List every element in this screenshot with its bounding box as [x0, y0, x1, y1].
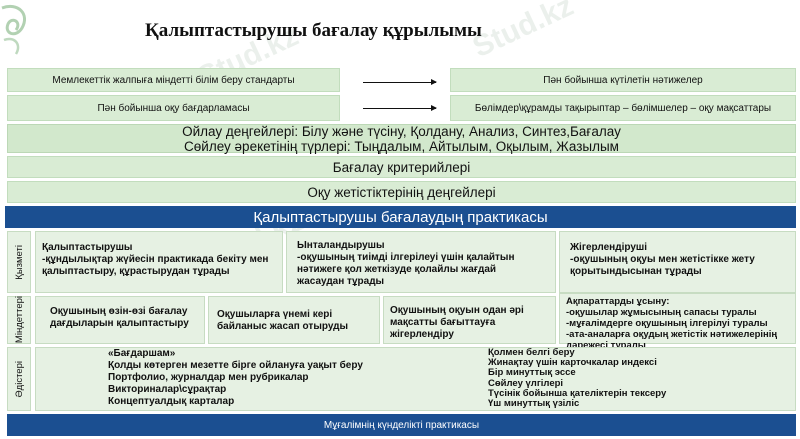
task-cell: Оқушының оқуын одан әрі мақсатты бағытта… — [383, 296, 556, 344]
methods-cell — [35, 347, 796, 411]
methods-left-list: «Бағдаршам» Қолды көтерген мезетте бірге… — [108, 348, 363, 407]
row-label-functions: Қызметі — [7, 231, 31, 293]
achievement-band: Оқу жетістіктерінің деңгейлері — [7, 181, 796, 203]
page-title: Қалыптастырушы бағалау құрылымы — [145, 20, 482, 41]
function-text: Жігерлендіруші -оқушының оқуы мен жетіст… — [570, 242, 755, 277]
task-cell: Оқушының өзін-өзі бағалау дағдыларын қал… — [35, 296, 205, 344]
row-label-methods: Әдістері — [7, 347, 31, 411]
criteria-text: Бағалау критерийлері — [332, 159, 471, 175]
corner-ornament — [1, 5, 26, 55]
standard-text: Мемлекеттік жалпыға міндетті білім беру … — [52, 74, 295, 86]
function-cell: Жігерлендіруші -оқушының оқуы мен жетіст… — [559, 231, 796, 293]
function-text: Қалыптастырушы -құндылықтар жүйесін прак… — [42, 242, 269, 277]
watermark: Stud.kz — [467, 0, 579, 65]
task-cell: Ақпараттарды ұсыну: -оқушылар жұмысының … — [559, 293, 796, 351]
task-text: Ақпараттарды ұсыну: -оқушылар жұмысының … — [566, 296, 778, 351]
task-text: Оқушыларға үнемі кері байланыс жасап оты… — [217, 309, 349, 332]
task-cell: Оқушыларға үнемі кері байланыс жасап оты… — [208, 296, 380, 344]
outcomes-box: Пән бойынша күтілетін нәтижелер — [450, 68, 796, 92]
function-cell: Ынталандырушы -оқушының тиімді ілгерілеу… — [286, 231, 556, 293]
row-label-text: Қызметі — [13, 244, 25, 280]
arrow-right-icon — [363, 105, 437, 111]
methods-right-list: Қолмен белгі беру Жинақтау үшін карточка… — [488, 347, 667, 410]
function-text: Ынталандырушы -оқушының тиімді ілгерілеу… — [297, 240, 515, 287]
program-text: Пән бойынша оқу бағдарламасы — [97, 102, 250, 114]
footer-band: Мұғалімнің күнделікті практикасы — [7, 414, 796, 436]
outcomes-text: Пән бойынша күтілетін нәтижелер — [543, 74, 703, 86]
standard-box: Мемлекеттік жалпыға міндетті білім беру … — [7, 68, 340, 92]
function-cell: Қалыптастырушы -құндылықтар жүйесін прак… — [35, 231, 283, 293]
row-label-text: Міндеттері — [13, 296, 25, 344]
sections-box: Бөлімдер\құрамды тақырыптар – бөлімшелер… — [450, 95, 796, 121]
speech-types: Сөйлеу әрекетінің түрлері: Тыңдалым, Айт… — [184, 138, 619, 154]
program-box: Пән бойынша оқу бағдарламасы — [7, 95, 340, 121]
thinking-levels: Ойлау деңгейлері: Білу және түсіну, Қолд… — [182, 123, 621, 139]
task-text: Оқушының өзін-өзі бағалау дағдыларын қал… — [50, 306, 189, 329]
row-label-tasks: Міндеттері — [7, 296, 31, 344]
practice-header-text: Қалыптастырушы бағалаудың практикасы — [253, 208, 548, 226]
levels-band: Ойлау деңгейлері: Білу және түсіну, Қолд… — [7, 123, 796, 154]
arrow-right-icon — [363, 79, 437, 85]
achievement-text: Оқу жетістіктерінің деңгейлері — [307, 184, 496, 200]
practice-header: Қалыптастырушы бағалаудың практикасы — [5, 206, 796, 228]
task-text: Оқушының оқуын одан әрі мақсатты бағытта… — [390, 305, 524, 340]
row-label-text: Әдістері — [13, 360, 25, 398]
criteria-band: Бағалау критерийлері — [7, 156, 796, 178]
sections-text: Бөлімдер\құрамды тақырыптар – бөлімшелер… — [474, 102, 772, 114]
footer-text: Мұғалімнің күнделікті практикасы — [323, 419, 480, 431]
